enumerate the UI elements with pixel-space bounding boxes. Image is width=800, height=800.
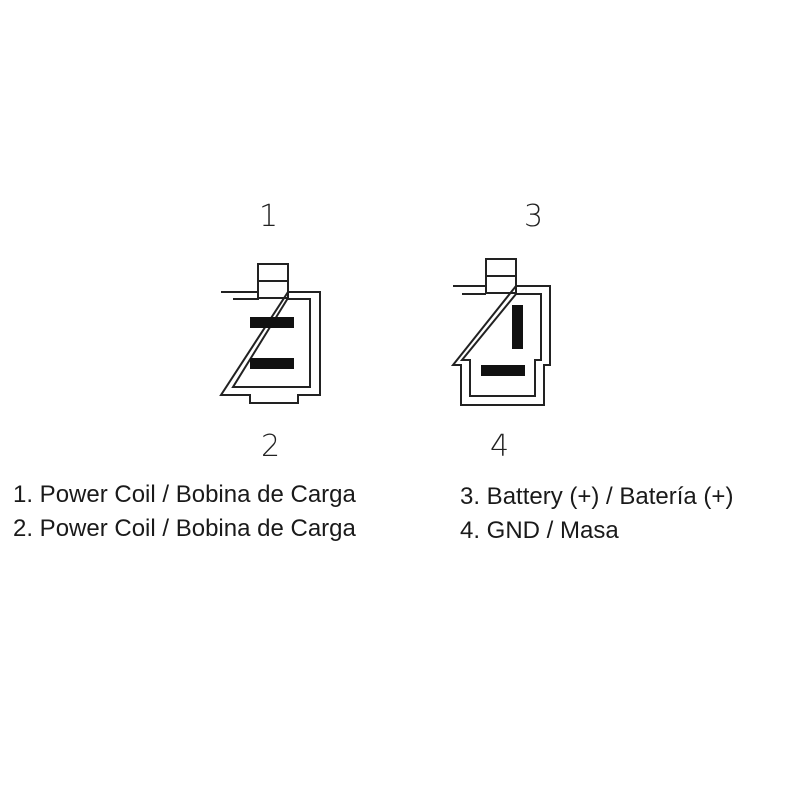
pin-2-terminal	[250, 358, 294, 369]
pin-1-terminal	[250, 317, 294, 328]
connector-b-housing-outer	[450, 285, 551, 406]
legend-item-3: 3. Battery (+) / Batería (+)	[460, 483, 734, 510]
legend-right: 3. Battery (+) / Batería (+) 4. GND / Ma…	[460, 480, 733, 548]
pin-3-terminal	[512, 305, 523, 349]
pin-number-2: 2	[261, 429, 281, 464]
pin-number-1: 1	[259, 199, 279, 234]
pin-number-3: 3	[524, 199, 544, 234]
pin-number-4: 4	[490, 429, 510, 464]
legend-item-4: 4. GND / Masa	[460, 517, 619, 544]
legend-item-1: 1. Power Coil / Bobina de Carga	[13, 481, 356, 508]
connector-a-housing-outer	[219, 291, 321, 404]
connector-b	[450, 258, 551, 406]
legend-item-2: 2. Power Coil / Bobina de Carga	[13, 515, 356, 542]
connector-a	[219, 263, 321, 404]
connector-b-housing-inner	[459, 293, 542, 397]
legend-left: 1. Power Coil / Bobina de Carga 2. Power…	[13, 478, 356, 546]
connector-a-housing-inner	[231, 294, 311, 388]
pin-4-terminal	[481, 365, 525, 376]
